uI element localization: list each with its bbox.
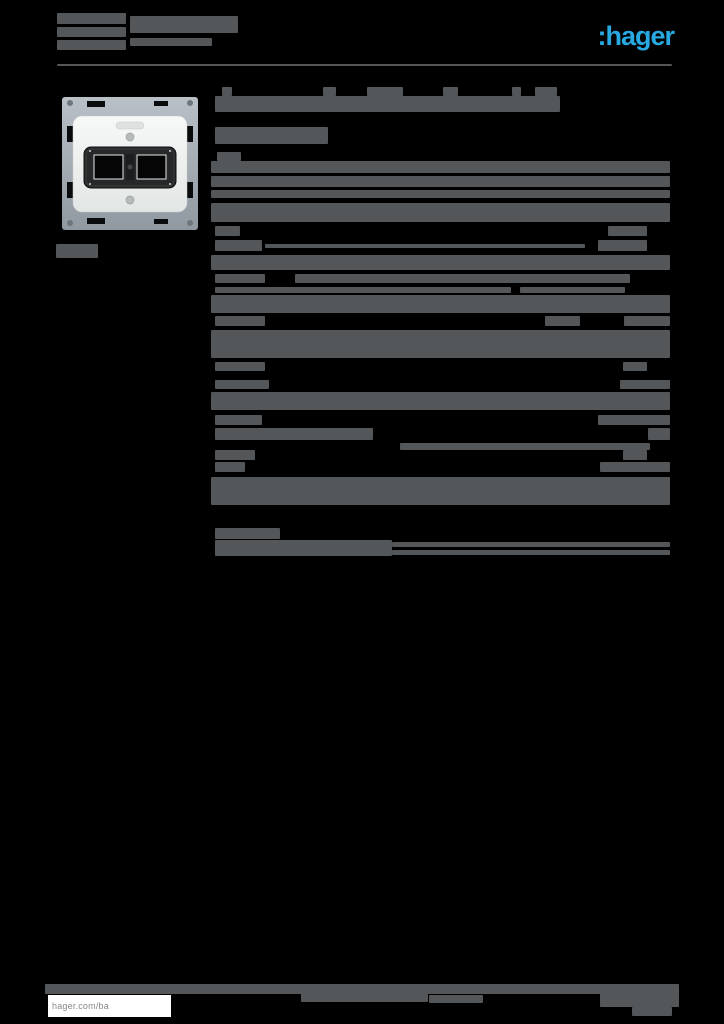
redacted-text-bar <box>632 1007 672 1016</box>
redacted-text-bar <box>598 240 647 251</box>
redacted-text-bar <box>535 87 557 96</box>
redacted-text-bar <box>600 462 670 472</box>
redacted-text-bar <box>215 240 262 251</box>
redacted-text-bar <box>608 226 647 236</box>
redacted-text-bar <box>211 255 670 270</box>
redacted-text-bar <box>392 542 670 547</box>
footer-link-box: hager.com/ba <box>48 995 171 1017</box>
redacted-text-bar <box>215 540 392 556</box>
redacted-text-bar <box>215 226 240 236</box>
redacted-text-bar <box>215 127 328 144</box>
hager-logo: :hager <box>597 21 675 51</box>
redacted-text-bar <box>265 244 585 248</box>
redacted-text-bar <box>211 295 670 313</box>
redacted-text-bar <box>624 316 670 326</box>
redacted-text-bar <box>57 64 672 66</box>
redacted-text-bar <box>215 316 265 326</box>
redacted-text-bar <box>215 287 511 293</box>
redacted-text-bar <box>443 87 458 96</box>
footer-link[interactable]: hager.com/ba <box>52 1001 109 1011</box>
redacted-text-bar <box>215 462 245 472</box>
redacted-text-bar <box>215 450 255 460</box>
redacted-text-bar <box>215 528 280 539</box>
redacted-text-bar <box>512 87 521 96</box>
redacted-text-bar <box>627 985 672 993</box>
redacted-text-bar <box>211 161 670 173</box>
product-photo-illustration <box>62 97 198 230</box>
redacted-text-bar <box>215 96 560 112</box>
redacted-text-bar <box>222 87 232 96</box>
redacted-text-bar <box>545 316 580 326</box>
redacted-text-bar <box>623 362 647 371</box>
redacted-text-bar <box>600 992 679 1007</box>
redacted-text-bar <box>211 190 670 198</box>
redacted-text-bar <box>211 203 670 222</box>
redacted-text-bar <box>215 380 269 389</box>
redacted-text-bar <box>130 16 238 33</box>
redacted-text-bar <box>217 152 241 161</box>
redacted-text-bar <box>215 362 265 371</box>
redacted-text-bar <box>367 87 403 96</box>
plate-top-slot <box>115 121 145 130</box>
redacted-text-bar <box>57 40 126 50</box>
redacted-text-bar <box>598 415 670 425</box>
redacted-text-bar <box>130 38 212 46</box>
bottom-screw <box>125 195 135 205</box>
redacted-text-bar <box>623 450 647 460</box>
top-screw <box>125 132 135 142</box>
redacted-text-bar <box>215 428 373 440</box>
redacted-text-bar <box>57 13 126 24</box>
jack-opening-left <box>93 154 124 180</box>
redacted-text-bar <box>57 27 126 37</box>
redacted-text-bar <box>211 176 670 187</box>
jack-opening-right <box>136 154 167 180</box>
redacted-text-bar <box>295 274 630 283</box>
redacted-text-bar <box>323 87 336 96</box>
redacted-text-bar <box>620 380 670 389</box>
redacted-text-bar <box>301 989 428 1002</box>
redacted-text-bar <box>56 244 98 258</box>
redacted-text-bar <box>400 443 650 450</box>
redacted-text-bar <box>520 287 625 293</box>
redacted-text-bar <box>211 330 670 358</box>
redacted-text-bar <box>215 415 262 425</box>
redacted-text-bar <box>211 392 670 410</box>
product-photo <box>57 88 203 238</box>
redacted-text-bar <box>215 274 265 283</box>
redacted-text-bar <box>648 428 670 440</box>
redacted-text-bar <box>211 477 670 505</box>
redacted-text-bar <box>392 550 670 555</box>
redacted-text-bar <box>429 995 483 1003</box>
